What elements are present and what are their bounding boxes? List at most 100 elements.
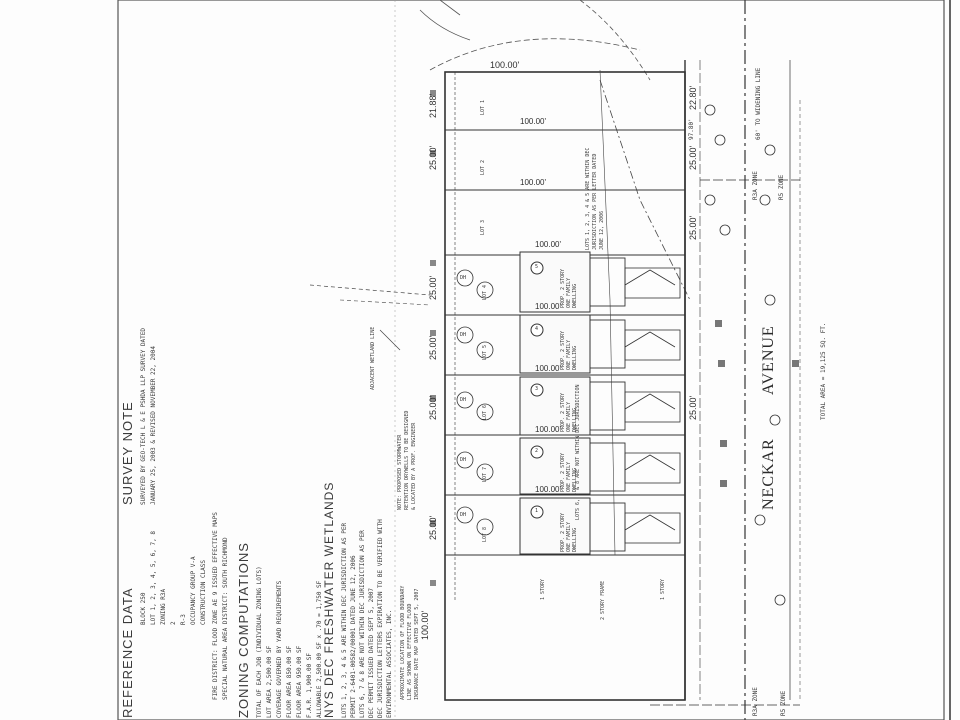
proposed-dwellings [519,251,591,555]
lots-note: LOTS 1, 2, 3, 4 & 5 ARE WITHIN DEC JURIS… [585,147,605,250]
lot-width-1: 100.00' [520,117,546,126]
wetlands-row-5: ENVIRONMENTAL ASSOCIATES, INC. [386,609,393,718]
dim-25-h: 25.00' [688,395,698,420]
house-number-2: 2 [535,448,539,454]
upper-arc [429,38,641,71]
dim-2280: 22.80' [688,85,698,110]
lot-width-2: 100.00' [520,178,546,187]
dim-top-100: 100.00' [490,60,520,70]
existing-1-story-front: 1 STORY [660,578,666,600]
existing-1-story: 1 STORY [540,578,546,600]
zoning-row-0: TOTAL OF EACH JOB (INDIVIDUAL ZONING LOT… [256,566,263,718]
dim-25-d: 25.00' [428,395,438,420]
sheet-border [117,0,945,720]
zoning-title: ZONING COMPUTATIONS [236,542,251,718]
street-width: 60' TO WIDENING LINE [755,67,762,140]
upper-arc-2 [419,9,471,41]
dh-label-c: DH [460,397,467,403]
dim-bottom-100: 100.00' [420,610,430,640]
hatch-marks [430,90,436,586]
zoning-row-5: F.A.R. 1,900.00 SF [306,652,313,718]
lot-label-8: LOT 8 [482,526,488,542]
trees [704,104,786,606]
dim-25-f: 25.00' [688,145,698,170]
dim-25-e: 25.00' [428,515,438,540]
lot-label-7: LOT 7 [482,466,488,482]
ref-row-5: OCCUPANCY GROUP V-A [190,556,197,625]
ref-row-0: BLOCK 250 [140,592,147,625]
dh-label-b: DH [460,332,467,338]
wetland-label: ADJACENT WETLAND LINE [370,326,376,390]
leader-line [379,329,401,351]
ref-row-2: ZONING R3A [160,588,167,625]
dh-label-e: DH [460,512,467,518]
ref-note-1: SPECIAL NATURAL AREA DISTRICT: SOUTH RIC… [222,537,229,700]
lot-label-5: LOT 5 [482,344,488,360]
upper-arc-3 [579,0,651,81]
wetlands-title: NYS DEC FRESHWATER WETLANDS [322,481,336,718]
lot-label-3: LOT 3 [480,219,486,235]
stormwater-note: NOTE: PROPOSED STORMWATER RETENTION DRYW… [397,410,417,510]
survey-note-title: SURVEY NOTE [120,401,135,505]
lot-width-7: 100.00' [535,485,561,494]
dwelling-label-4: PROP. 2 STORY ONE FAMILY DWELLING [560,330,578,370]
garages [589,257,626,552]
zoning-row-2: COVERAGE GOVERNED BY YARD REQUIREMENTS [276,580,283,718]
lot-label-1: LOT 1 [480,99,486,115]
lot-width-4: 100.00' [535,302,561,311]
lot-width-3: 100.00' [535,240,561,249]
zoning-row-3: FLOOR AREA 850.00 SF [286,645,293,718]
wetlands-row-1: PERMIT 2-6401-00582/00001 DATED JUNE 12,… [350,555,357,718]
flood-note: APPROXIMATE LOCATION OF FLOOD BOUNDARY L… [400,585,420,700]
dwelling-label-1: PROP. 2 STORY ONE FAMILY DWELLING [560,512,578,552]
lot-label-2: LOT 2 [480,159,486,175]
survey-note-line1: SURVEYED BY GEO-TECH L & E PSHDA LLP SUR… [140,327,147,505]
wetlands-row-4: DEC JURISDICTION LETTERS EXPIRATION TO B… [377,519,384,718]
zone-bottom-right: R5 ZONE [780,690,787,716]
lot-width-5: 100.00' [535,364,561,373]
ref-row-3: 2 [170,621,177,625]
lot-label-6: LOT 6 [482,404,488,420]
ref-note-0: FIRE DISTRICT: FLOOD ZONE AE 9 ISSUED EF… [212,512,219,700]
zoning-row-1: LOT AREA 2,500.00 SF [266,645,273,718]
survey-note-line2: JANUARY 25, 2003 & REVISED NOVEMBER 22, … [150,346,157,505]
existing-2-story: 2 STORY FRAME [600,580,606,620]
dh-label-a: DH [460,275,467,281]
wetlands-row-0: LOTS 1, 2, 3, 4 & 5 ARE WITHIN DEC JURIS… [341,522,348,718]
street-suffix: AVENUE [760,325,777,395]
dim-25-c: 25.00' [428,335,438,360]
dh-label-d: DH [460,457,467,463]
house-number-5: 5 [535,264,539,270]
house-number-4: 4 [535,326,539,332]
zone-top-right: R5 ZONE [778,174,785,200]
lot-width-6: 100.00' [535,425,561,434]
upper-line [439,0,461,16]
dwelling-label-2: PROP. 2 STORY ONE FAMILY DWELLING [560,452,578,492]
dwelling-label-5: PROP. 2 STORY ONE FAMILY DWELLING [560,268,578,308]
dim-25-g: 25.00' [688,215,698,240]
ref-row-1: LOT 1, 2, 3, 4, 5, 6, 7, 8 [150,531,157,625]
dim-25-a: 25.00' [428,145,438,170]
total-area: TOTAL AREA = 19,125 SQ. FT. [820,322,827,420]
lot-label-4: LOT 4 [482,284,488,300]
street-lines [684,0,801,720]
wetland-line-2 [599,69,616,556]
driveways [624,267,681,544]
ref-row-6: CONSTRUCTION CLASS [200,559,207,625]
tree-grates [715,320,799,487]
dim-2188: 21.88' [428,93,438,118]
ref-row-4: R-3 [180,614,187,625]
wetlands-row-3: DEC PERMIT ISSUED DATED SEPT 5, 2007 [368,587,375,718]
wetland-adjacent-line [309,284,431,296]
zoning-row-4: FLOOR AREA 950.00 SF [296,645,303,718]
reference-data-title: REFERENCE DATA [120,587,135,718]
zone-top-left: R3A ZONE [752,171,759,200]
street-name: NECKAR [760,438,777,510]
dry-well-circles [456,269,494,536]
wetland-adjacent-line-2 [339,299,431,306]
house-number-1: 1 [535,508,539,514]
house-number-3: 3 [535,386,539,392]
dwelling-label-3: PROP. 2 STORY ONE FAMILY DWELLING [560,392,578,432]
